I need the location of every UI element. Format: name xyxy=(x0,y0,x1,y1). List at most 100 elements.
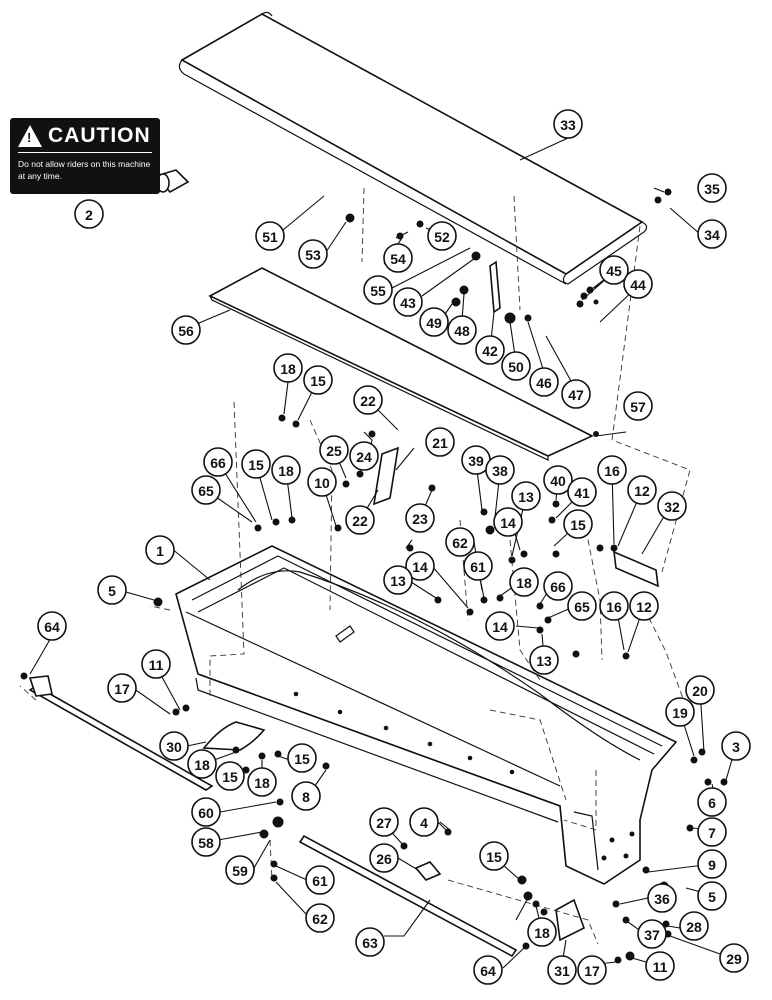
callout-15: 15 xyxy=(241,449,271,479)
callout-56: 56 xyxy=(171,315,201,345)
callout-label: 3 xyxy=(732,739,740,755)
callout-label: 60 xyxy=(198,805,214,821)
callout-53: 53 xyxy=(298,239,328,269)
callout-label: 7 xyxy=(708,825,716,841)
callout-label: 65 xyxy=(574,599,590,615)
callout-label: 32 xyxy=(664,499,680,515)
callout-label: 13 xyxy=(518,489,534,505)
warning-glyph: ! xyxy=(27,130,32,145)
callout-38: 38 xyxy=(485,455,515,485)
plate-part xyxy=(414,861,442,881)
callout-label: 39 xyxy=(468,453,484,469)
callout-12: 12 xyxy=(627,475,657,505)
callout-label: 31 xyxy=(554,963,570,979)
callout-12: 12 xyxy=(629,591,659,621)
warning-triangle-icon: ! xyxy=(18,125,42,147)
callout-label: 62 xyxy=(312,911,328,927)
callout-label: 15 xyxy=(248,457,264,473)
strap-part xyxy=(489,260,501,314)
callout-label: 18 xyxy=(280,361,296,377)
callout-57: 57 xyxy=(623,391,653,421)
callout-label: 12 xyxy=(634,483,650,499)
callout-label: 57 xyxy=(630,399,646,415)
callout-17: 17 xyxy=(107,673,137,703)
callout-18: 18 xyxy=(187,749,217,779)
callout-7: 7 xyxy=(697,817,727,847)
bracket-part xyxy=(555,898,585,942)
callout-label: 33 xyxy=(560,117,576,133)
callout-65: 65 xyxy=(567,591,597,621)
callout-31: 31 xyxy=(547,955,577,985)
callout-64: 64 xyxy=(37,611,67,641)
callout-label: 40 xyxy=(550,473,566,489)
callout-4: 4 xyxy=(409,807,439,837)
callout-34: 34 xyxy=(697,219,727,249)
callout-51: 51 xyxy=(255,221,285,251)
flat-panel-part xyxy=(208,267,594,461)
callout-46: 46 xyxy=(529,367,559,397)
hopper-body-part xyxy=(175,545,678,885)
callout-label: 53 xyxy=(305,247,321,263)
callout-18: 18 xyxy=(247,767,277,797)
callout-label: 13 xyxy=(536,653,552,669)
callout-17: 17 xyxy=(577,955,607,985)
callout-13: 13 xyxy=(529,645,559,675)
callout-30: 30 xyxy=(159,731,189,761)
callout-label: 8 xyxy=(302,789,310,805)
callout-label: 13 xyxy=(390,573,406,589)
callout-13: 13 xyxy=(511,481,541,511)
callout-65: 65 xyxy=(191,475,221,505)
callout-43: 43 xyxy=(393,287,423,317)
callout-36: 36 xyxy=(647,883,677,913)
callout-label: 9 xyxy=(708,857,716,873)
callout-66: 66 xyxy=(203,447,233,477)
top-cover-part xyxy=(178,11,648,285)
callout-18: 18 xyxy=(271,455,301,485)
callout-22: 22 xyxy=(345,505,375,535)
callout-label: 6 xyxy=(708,795,716,811)
angle-bracket-part xyxy=(613,550,659,588)
callout-62: 62 xyxy=(445,527,475,557)
callout-50: 50 xyxy=(501,351,531,381)
callout-label: 62 xyxy=(452,535,468,551)
callout-5: 5 xyxy=(697,881,727,911)
callout-label: 22 xyxy=(352,513,368,529)
roller-part xyxy=(154,169,190,194)
callout-label: 29 xyxy=(726,951,742,967)
callout-label: 36 xyxy=(654,891,670,907)
callout-label: 64 xyxy=(480,963,496,979)
callout-18: 18 xyxy=(527,917,557,947)
callout-14: 14 xyxy=(405,551,435,581)
callout-49: 49 xyxy=(419,307,449,337)
callout-18: 18 xyxy=(273,353,303,383)
callout-32: 32 xyxy=(657,491,687,521)
callout-label: 35 xyxy=(704,181,720,197)
callout-35: 35 xyxy=(697,173,727,203)
callout-label: 49 xyxy=(426,315,442,331)
callout-11: 11 xyxy=(141,649,171,679)
callout-21: 21 xyxy=(425,427,455,457)
callout-8: 8 xyxy=(291,781,321,811)
callout-42: 42 xyxy=(475,335,505,365)
callout-label: 18 xyxy=(534,925,550,941)
callout-label: 66 xyxy=(550,579,566,595)
callout-47: 47 xyxy=(561,379,591,409)
leader-lines xyxy=(29,137,737,969)
callout-62: 62 xyxy=(305,903,335,933)
callout-label: 55 xyxy=(370,283,386,299)
latch-plate-part xyxy=(372,446,400,506)
callout-label: 21 xyxy=(432,435,448,451)
callout-39: 39 xyxy=(461,445,491,475)
callout-41: 41 xyxy=(567,477,597,507)
callout-5: 5 xyxy=(97,575,127,605)
callout-14: 14 xyxy=(485,611,515,641)
callout-33: 33 xyxy=(553,109,583,139)
callout-label: 14 xyxy=(412,559,428,575)
callout-label: 44 xyxy=(630,277,646,293)
callout-45: 45 xyxy=(599,255,629,285)
callout-label: 23 xyxy=(412,511,428,527)
callout-16: 16 xyxy=(597,455,627,485)
shield-part xyxy=(202,721,266,751)
callout-label: 54 xyxy=(390,251,406,267)
callout-14: 14 xyxy=(493,507,523,537)
